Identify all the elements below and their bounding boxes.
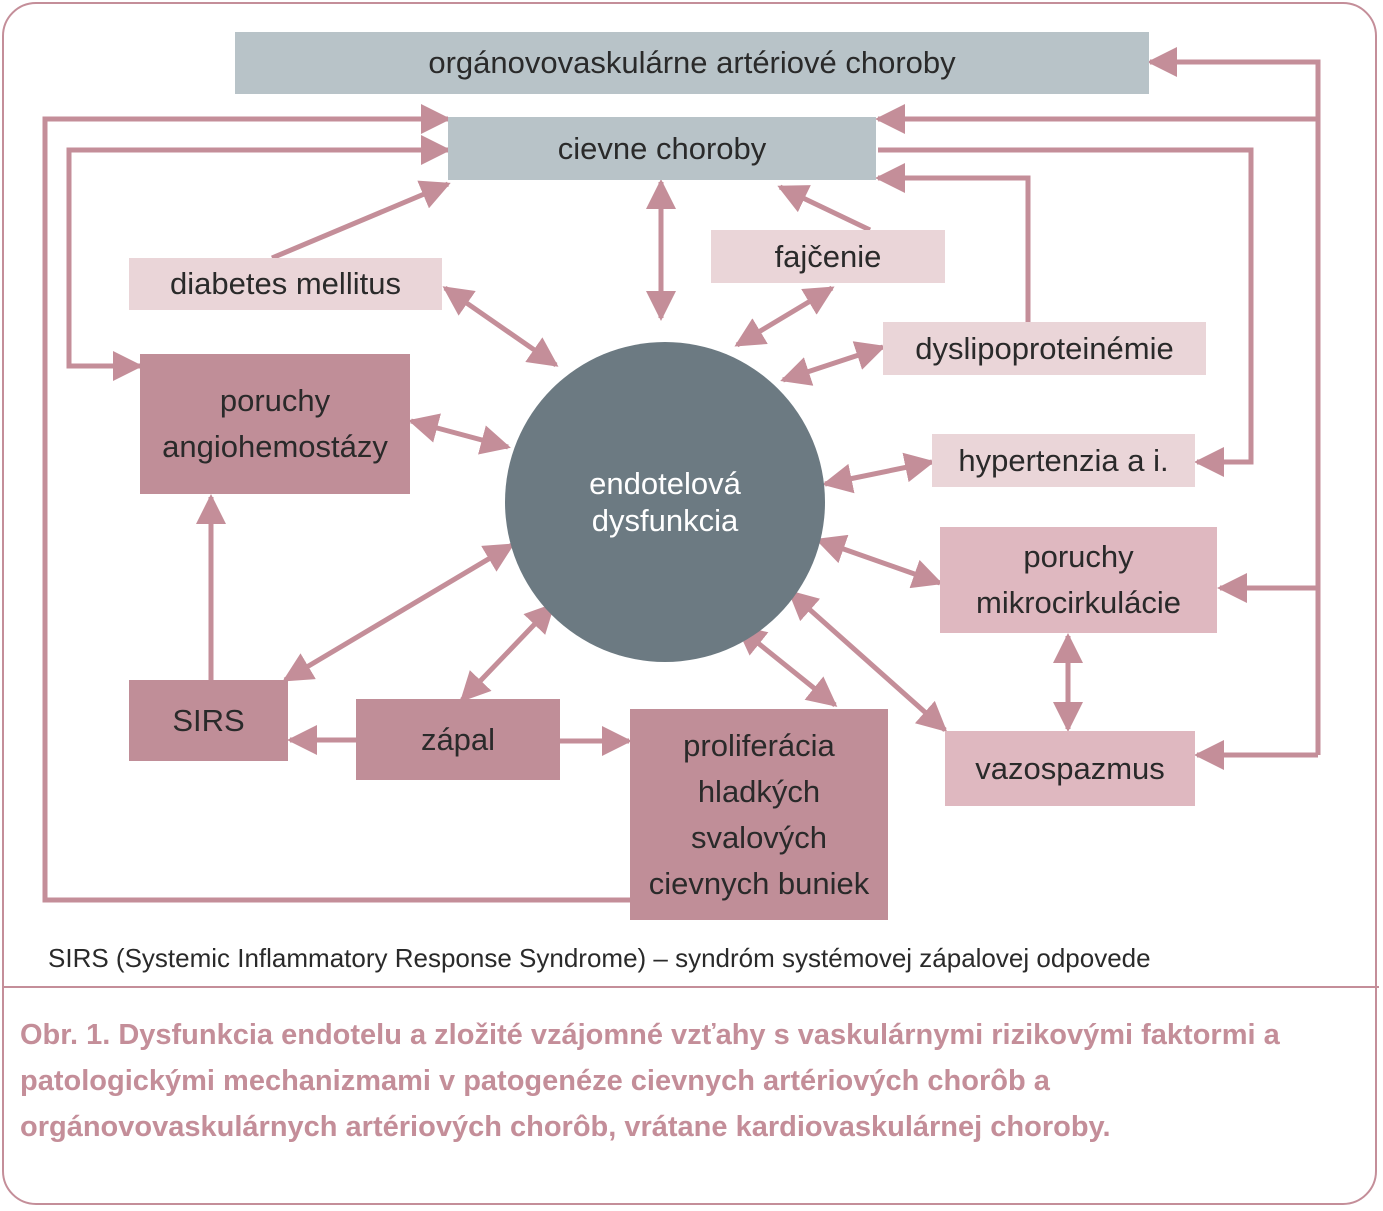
node-sirs: SIRS — [129, 680, 288, 761]
arrow-fajcenie-to-cievne — [777, 184, 872, 233]
footnote: SIRS (Systemic Inflammatory Response Syn… — [48, 943, 1151, 973]
node-diabetes-mellitus: diabetes mellitus — [129, 258, 442, 310]
arrow-sirs-endotel — [282, 542, 515, 683]
node-vazospazmus: vazospazmus — [945, 731, 1195, 806]
arrow-angio-cievne — [66, 135, 451, 381]
node-proliferacia: proliferácia hladkých svalových cievnych… — [630, 709, 888, 920]
arrow-cievne-to-hypertenzia — [878, 147, 1254, 477]
arrow-diabetes-to-cievne — [271, 180, 451, 261]
arrow-trunk-to-organovaskularne — [1147, 47, 1321, 755]
arrow-dyslipo-to-cievne — [875, 163, 1031, 322]
node-zapal: zápal — [356, 699, 560, 780]
node-hypertenzia: hypertenzia a i. — [932, 434, 1195, 487]
arrow-proliferacia-endotel — [735, 625, 838, 707]
arrow-proliferacia-to-cievne — [42, 104, 630, 903]
node-poruchy-angiohemostazy: poruchy angiohemostázy — [140, 354, 410, 494]
arrow-mikro-endotel — [815, 534, 943, 589]
node-cievne-choroby: cievne choroby — [448, 117, 876, 180]
arrow-fajcenie-endotel — [734, 285, 835, 348]
arrow-vazospazmus-endotel — [787, 590, 948, 732]
arrow-diabetes-endotel — [442, 285, 559, 368]
arrow-zapal-endotel — [459, 602, 556, 703]
arrow-angio-endotel — [408, 413, 511, 455]
node-dyslipoproteinemie: dyslipoproteinémie — [883, 322, 1206, 375]
node-fajcenie: fajčenie — [711, 230, 945, 283]
arrow-hypertenzia-endotel — [822, 452, 935, 494]
node-endotelova-dysfunkcia: endotelová dysfunkcia — [505, 342, 825, 662]
figure-caption: Obr. 1. Dysfunkcia endotelu a zložité vz… — [20, 1019, 1280, 1143]
caption-divider — [2, 986, 1379, 988]
arrow-dyslipo-endotel — [780, 341, 886, 386]
node-poruchy-mikrocirkulacie: poruchy mikrocirkulácie — [940, 527, 1217, 633]
node-organovaskularne: orgánovovaskulárne artériové choroby — [235, 32, 1149, 94]
